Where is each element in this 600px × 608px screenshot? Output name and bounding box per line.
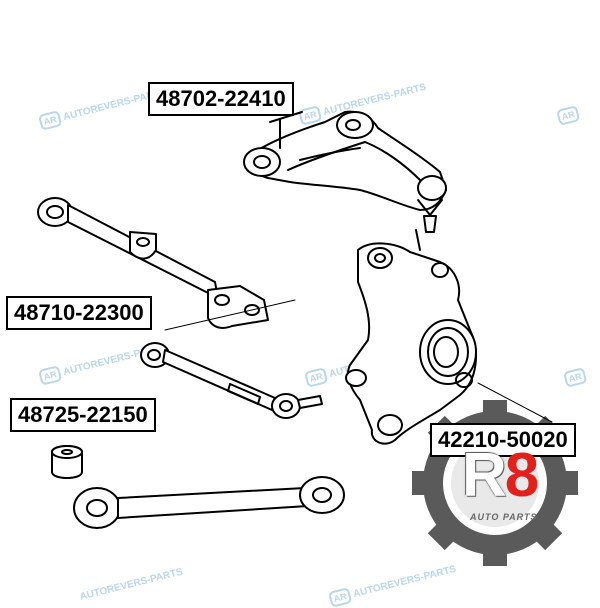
- lower-link-arm: [73, 476, 345, 529]
- logo-number: 8: [504, 441, 540, 510]
- steering-knuckle: [345, 242, 553, 445]
- part-label-knuckle: 42210-50020: [430, 423, 576, 457]
- part-label-trailing-arm: 48710-22300: [6, 296, 152, 330]
- bushing: [51, 445, 83, 479]
- logo-letter: R: [462, 441, 507, 510]
- part-label-upper-arm: 48702-22410: [148, 82, 294, 116]
- brand-logo: R8: [462, 440, 540, 511]
- trailing-arm: [140, 299, 323, 419]
- part-label-bushing: 48725-22150: [10, 398, 156, 432]
- lower-control-arm: [37, 197, 269, 329]
- brand-tagline: AUTO PARTS: [470, 512, 538, 522]
- upper-control-arm: [243, 110, 447, 251]
